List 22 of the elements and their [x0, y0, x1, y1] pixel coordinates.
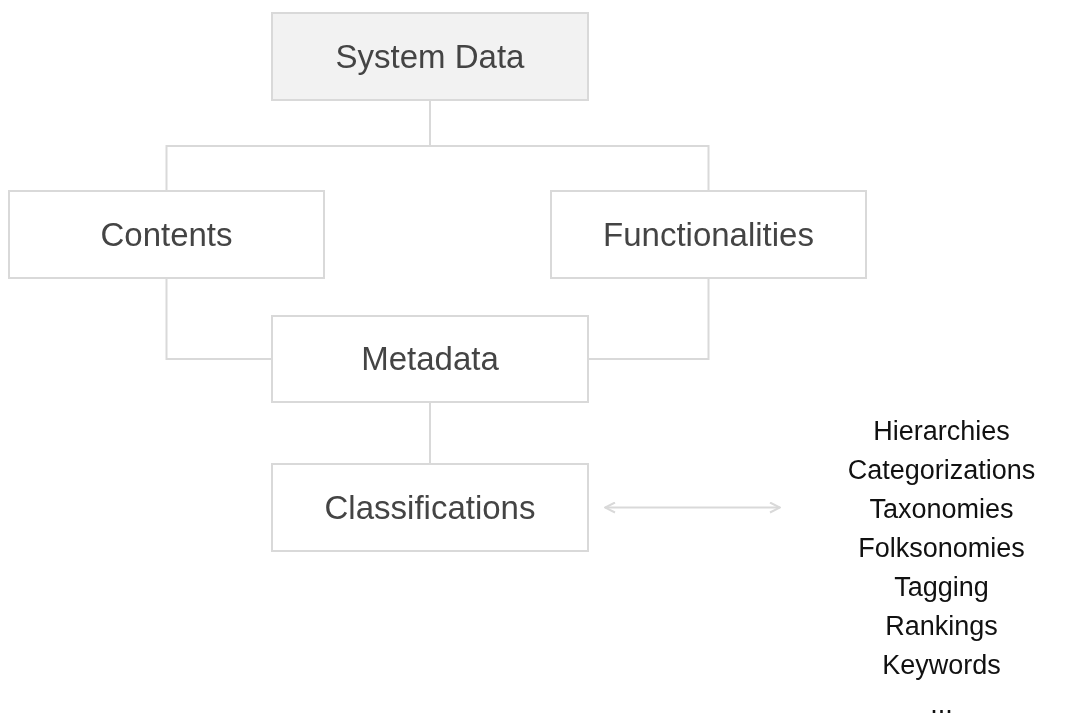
list-item: Folksonomies: [858, 532, 1025, 565]
box-label: Classifications: [324, 488, 536, 527]
connector-line: [588, 278, 710, 360]
double-arrow: [604, 501, 781, 514]
box-label: Contents: [100, 215, 233, 254]
category-box: [8, 190, 325, 279]
box-label: Metadata: [361, 340, 499, 378]
list-item: Categorizations: [847, 454, 1036, 487]
category-box: [271, 463, 589, 552]
category-box: [550, 190, 867, 279]
list-item: Keywords: [882, 649, 1001, 682]
list-item: Hierarchies: [873, 415, 1010, 448]
list-item: ...: [930, 688, 953, 721]
box-label: Functionalities: [603, 215, 814, 254]
connector-line: [165, 278, 272, 360]
box-label: System Data: [335, 37, 525, 76]
category-box: [271, 12, 589, 101]
list-item: Taxonomies: [869, 493, 1014, 526]
list-item: Rankings: [885, 610, 998, 643]
category-box: [271, 315, 589, 403]
connector-line: [429, 402, 431, 464]
list-item: Tagging: [894, 571, 989, 604]
